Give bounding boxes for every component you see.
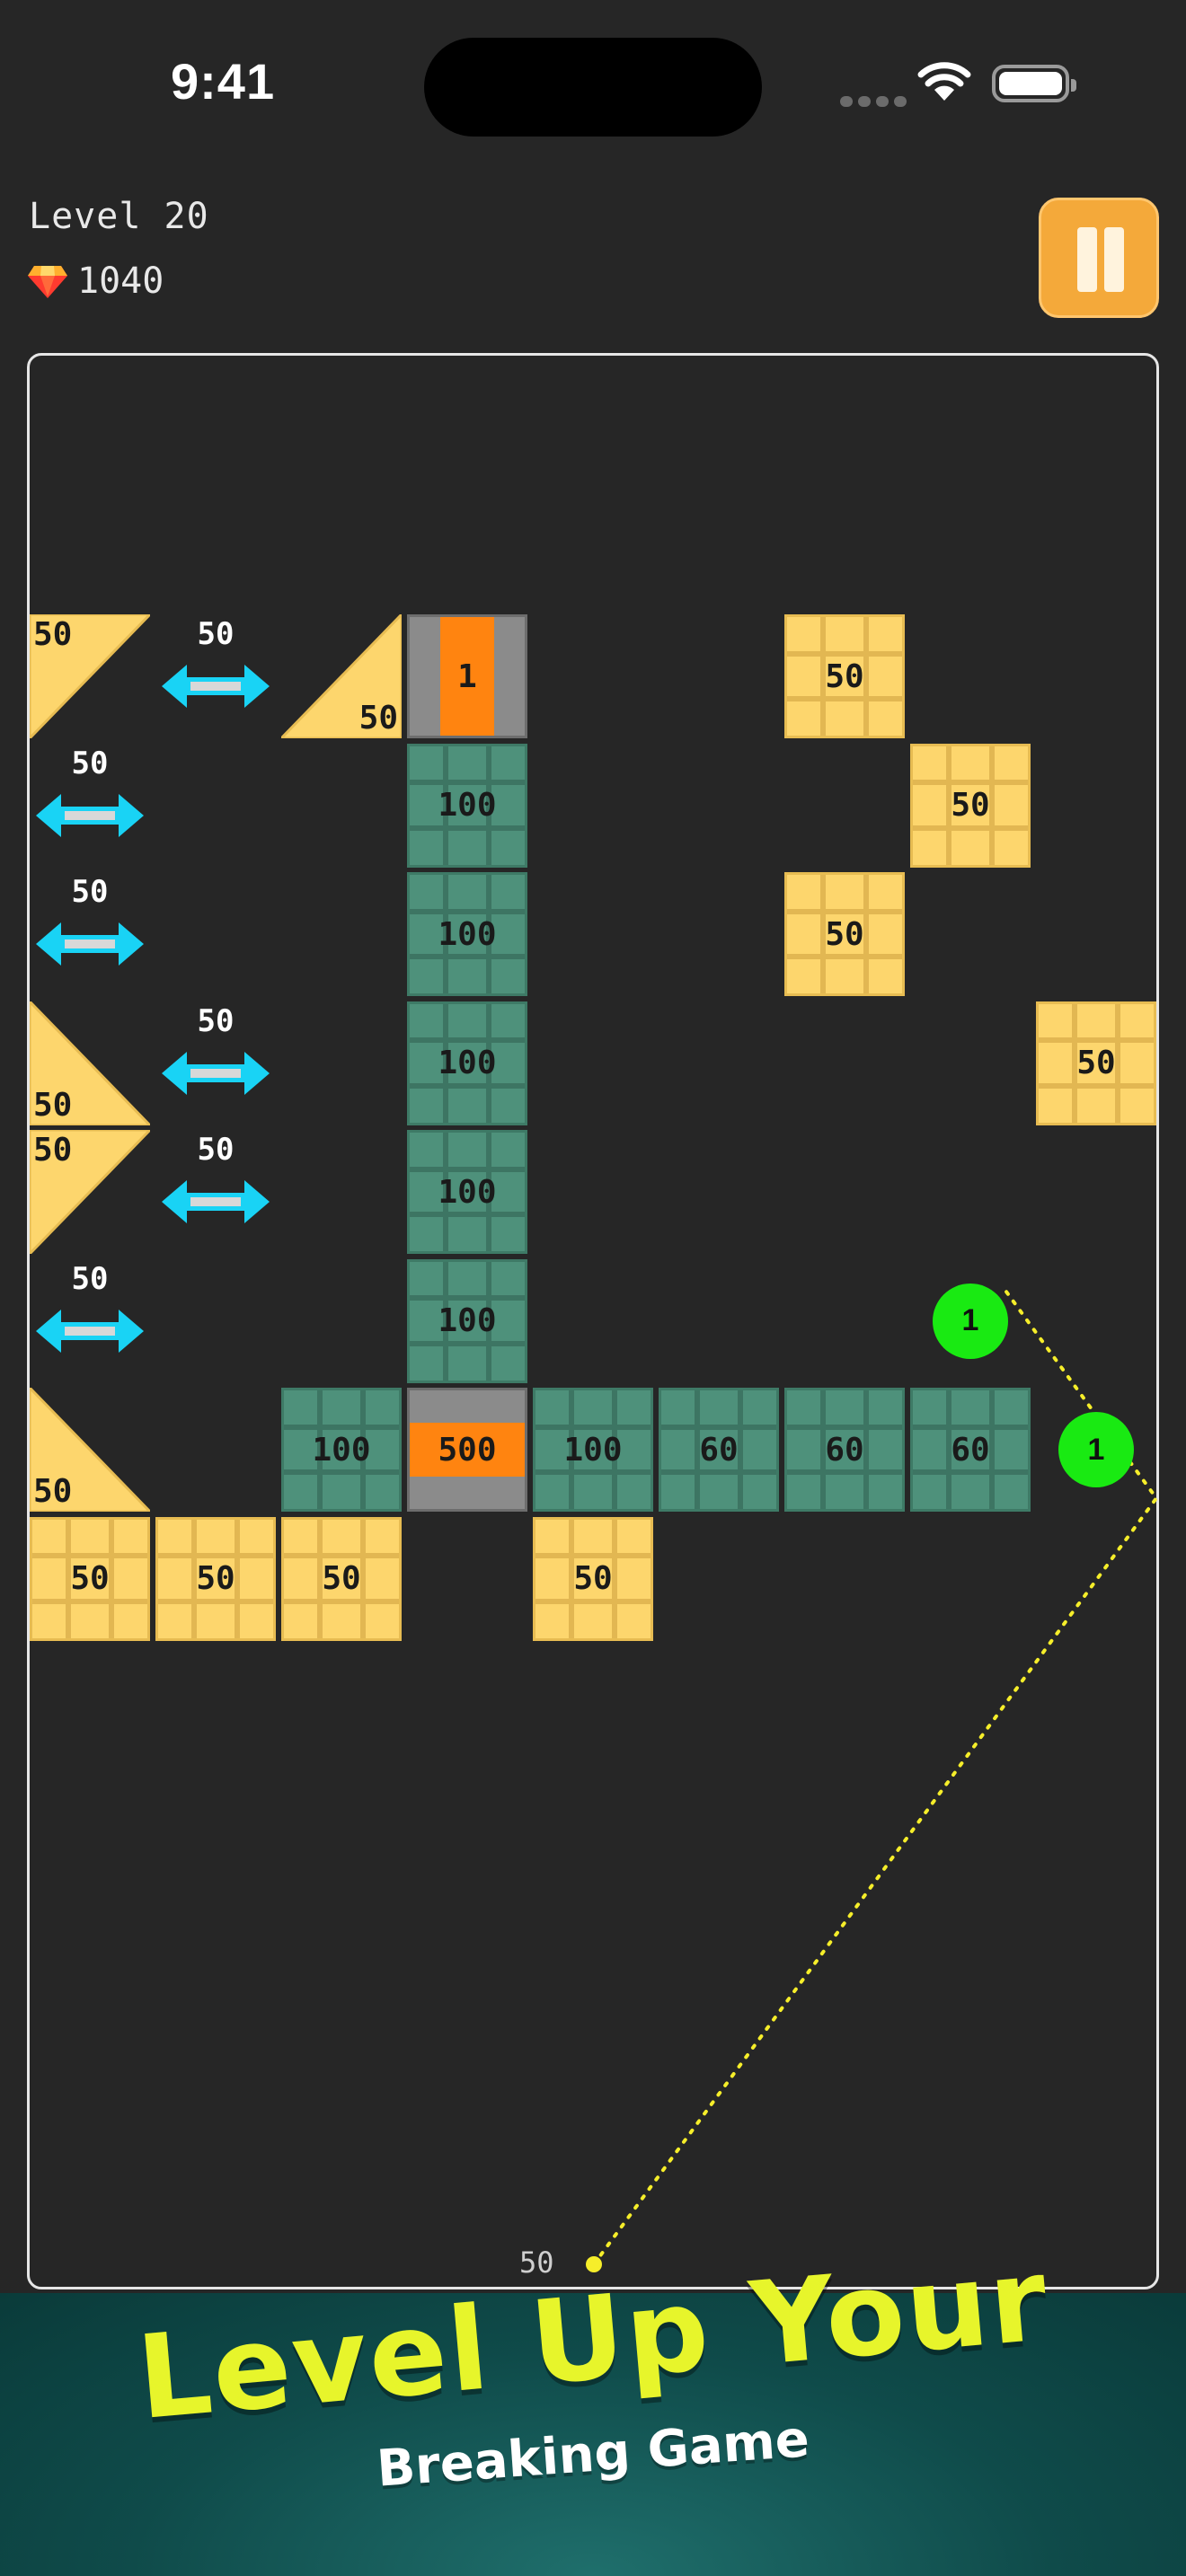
pause-button[interactable] [1039, 198, 1159, 318]
pause-icon [1077, 227, 1097, 292]
launcher-ball[interactable] [586, 2256, 602, 2272]
play-field[interactable] [27, 353, 1159, 2289]
cellular-signal-icon [840, 93, 916, 107]
dynamic-island [424, 38, 762, 137]
ball-count: 50 [519, 2245, 554, 2280]
pause-icon-bar [1104, 227, 1124, 292]
battery-icon [992, 65, 1076, 102]
diamond-icon [27, 264, 68, 304]
wifi-icon [916, 59, 972, 106]
gem-count: 1040 [77, 260, 164, 302]
promo-banner [0, 2293, 1186, 2576]
level-label: Level 20 [29, 196, 209, 237]
status-time: 9:41 [171, 53, 276, 110]
